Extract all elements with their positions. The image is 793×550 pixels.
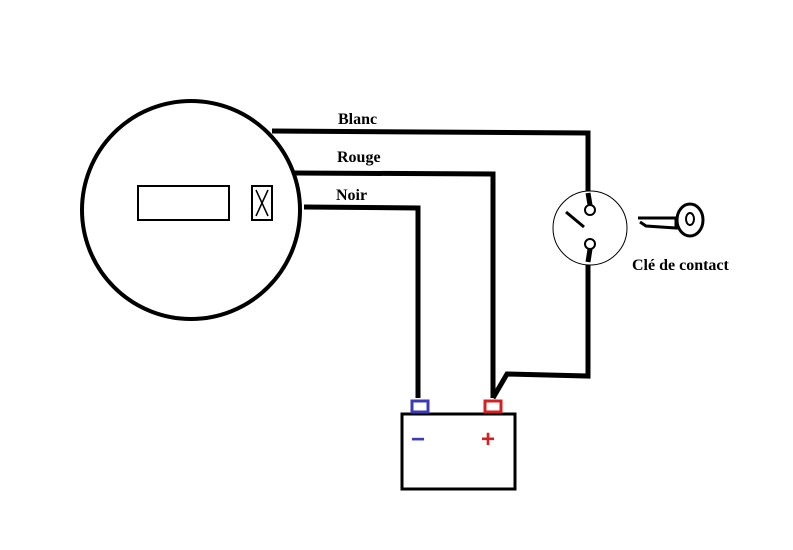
wires [271,128,591,400]
positive-sign: + [481,426,495,453]
black-wire-label: Noir [336,187,367,204]
battery-body [400,412,517,491]
switch-blade [565,210,585,229]
white-wire [271,128,591,193]
negative-sign: − [411,426,425,453]
positive-terminal [483,399,503,414]
gauge-body [80,99,302,321]
ignition-return-wire [490,243,591,400]
switch-contact-bottom [584,238,596,250]
white-wire-label: Blanc [338,111,377,128]
red-wire-label: Rouge [337,149,381,166]
black-wire [303,204,421,398]
red-wire [293,170,496,398]
negative-terminal [410,399,430,414]
ignition-switch [552,190,628,266]
gauge [80,99,302,321]
key-label: Clé de contact [632,257,730,274]
switch-housing [552,190,628,266]
switch-contact-top [584,204,596,216]
gauge-connector-icon [251,185,273,221]
battery: − + [400,399,517,491]
key-icon [638,202,705,238]
gauge-display [137,185,230,221]
